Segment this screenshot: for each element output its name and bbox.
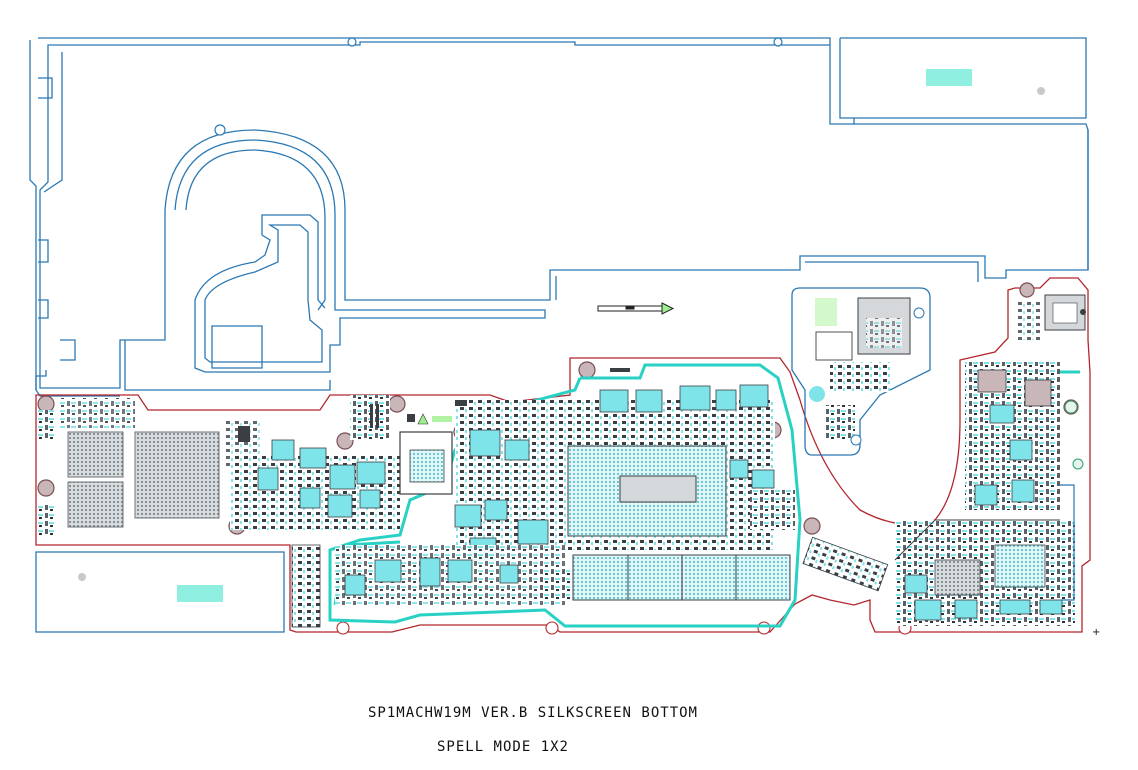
cpu-die — [619, 475, 697, 503]
mounting-holes — [37, 282, 1079, 535]
lower-left-outline — [35, 551, 285, 633]
document-title: SP1MACHW19M VER.B SILKSCREEN BOTTOM — [367, 705, 698, 721]
document-subtitle: SPELL MODE 1X2 — [436, 739, 569, 755]
mounting-dot-bottom-left — [78, 573, 86, 581]
memory-chips-bottom — [572, 554, 791, 601]
flex-connector-left — [291, 544, 321, 628]
left-connector-2 — [38, 505, 56, 535]
connector-pad-top-right — [926, 69, 972, 86]
upper-board-notches — [214, 37, 783, 136]
svg-text:+: + — [1092, 627, 1100, 638]
left-memory-chips — [67, 431, 220, 528]
flex-connector-center — [802, 536, 889, 592]
direction-arrow — [597, 302, 675, 315]
upper-board-outline — [29, 37, 1089, 397]
right-island-outline — [791, 287, 931, 456]
mounting-dot-top-right — [1037, 87, 1045, 95]
connector-pad-bottom-left — [177, 585, 223, 602]
left-connector — [38, 410, 54, 440]
right-edge-outline — [1060, 484, 1075, 601]
